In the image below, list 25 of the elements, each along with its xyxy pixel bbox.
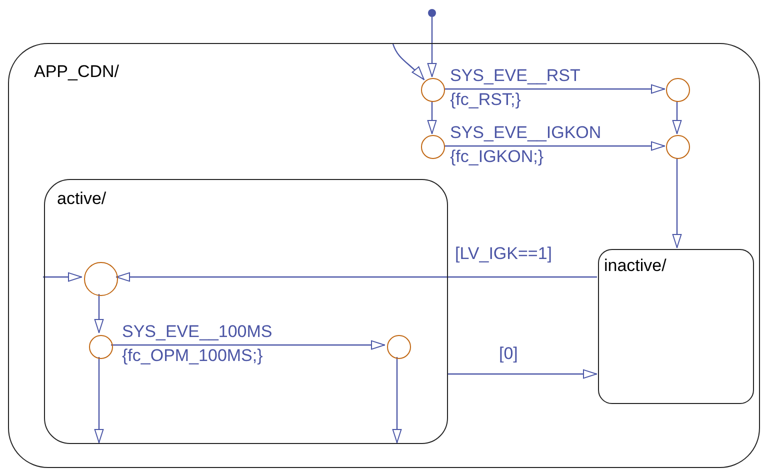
transition-arrow <box>94 357 104 443</box>
transition-arrow <box>672 158 682 248</box>
transition-arrow <box>43 272 82 282</box>
transition-arrow <box>111 340 385 350</box>
transition-label: [0] <box>499 343 518 365</box>
transition-label: SYS_EVE__IGKON {fc_IGKON;} <box>450 122 602 168</box>
transition-label: [LV_IGK==1] <box>455 243 552 265</box>
state-box <box>44 179 448 444</box>
transition-label: SYS_EVE__RST {fc_RST;} <box>450 65 580 111</box>
transition-arrow <box>444 84 665 94</box>
transition-arrow <box>427 17 437 77</box>
transition-arrow <box>444 141 665 151</box>
transition-label: SYS_EVE__100MS {fc_OPM_100MS;} <box>122 321 272 367</box>
transition-arrow <box>94 294 104 333</box>
transition-arrow <box>392 357 402 443</box>
transition-arrow <box>116 272 597 282</box>
transition-arrow <box>447 369 597 379</box>
transition-arrow <box>427 101 437 134</box>
state-box <box>598 249 754 404</box>
transition-arrow <box>672 101 682 134</box>
state-name: inactive/ <box>604 257 666 274</box>
state-name: APP_CDN/ <box>34 63 120 80</box>
transition-arrow <box>392 44 425 80</box>
state-name: active/ <box>57 190 106 207</box>
state-box <box>8 43 760 468</box>
